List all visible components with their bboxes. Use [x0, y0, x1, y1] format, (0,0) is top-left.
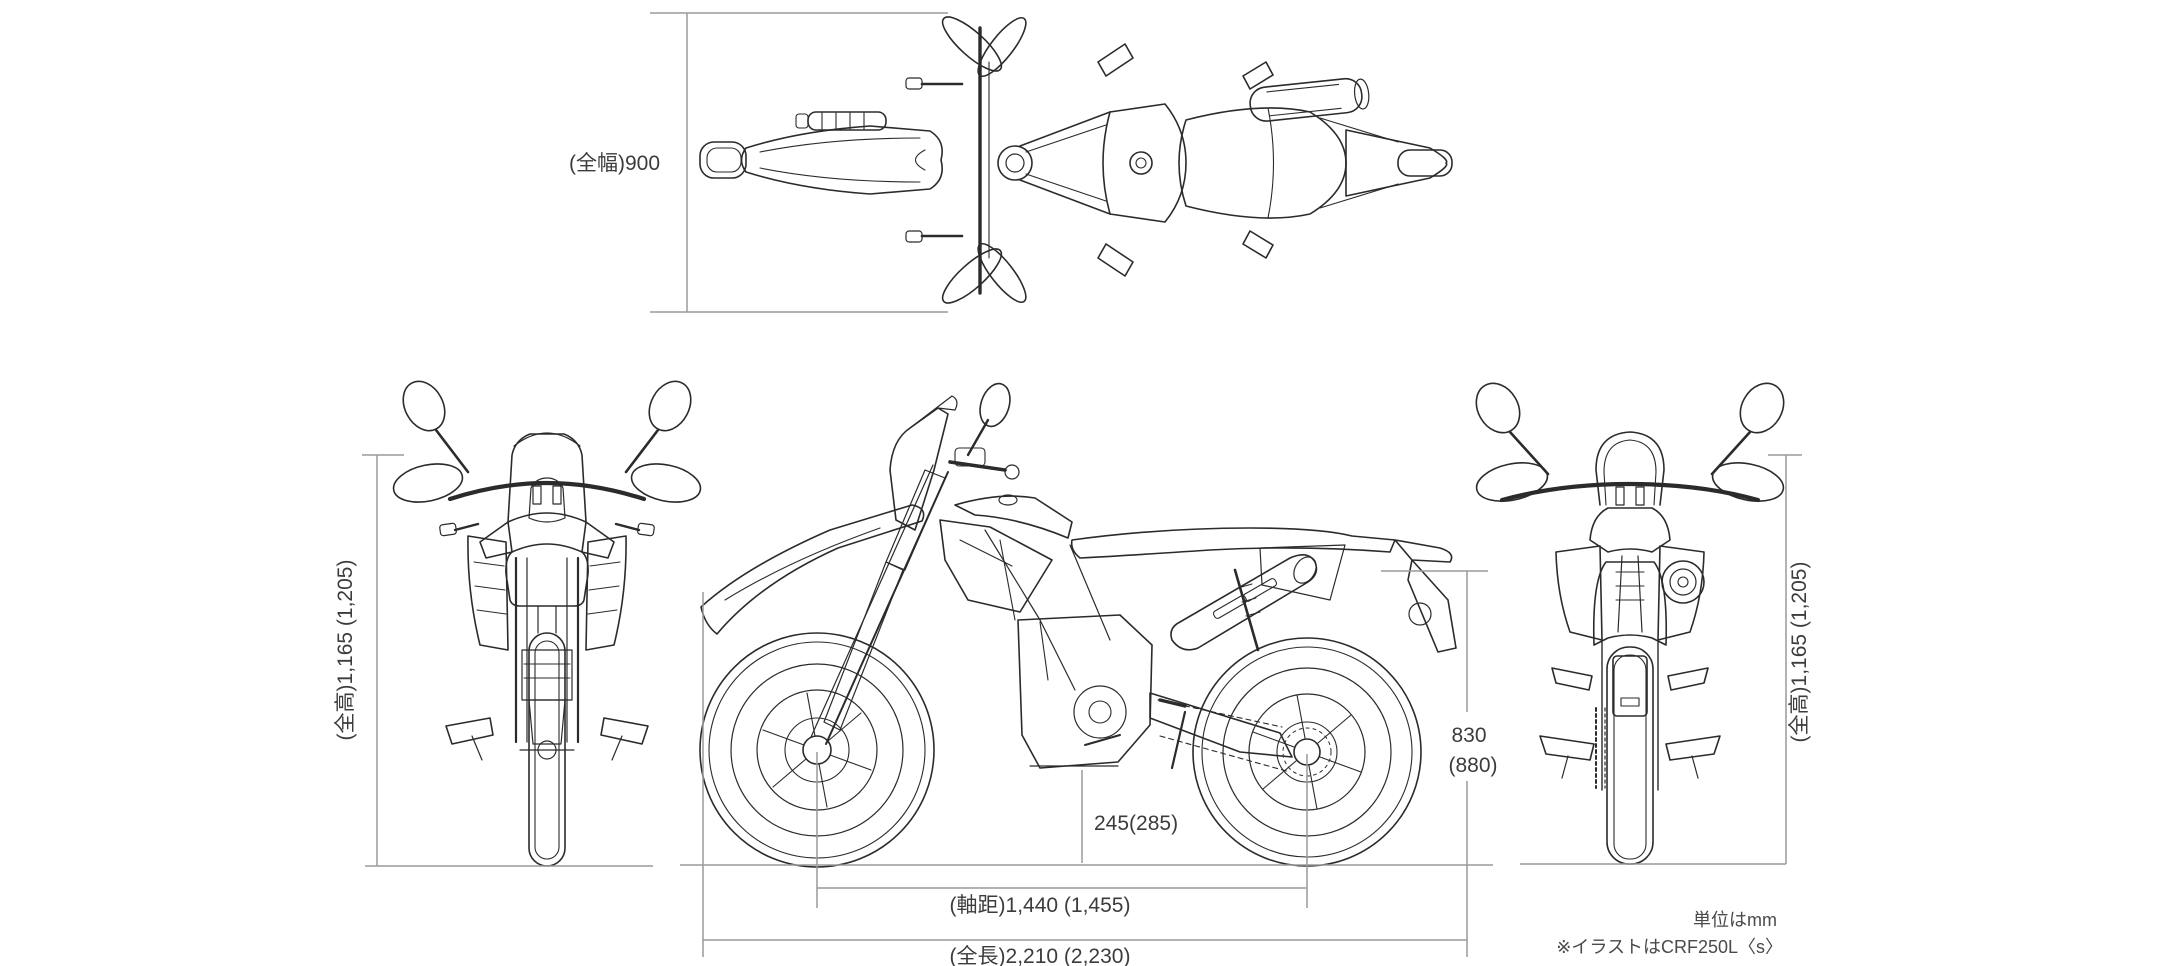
seat-height-value: 830: [1451, 724, 1486, 747]
overall-width-label: (全幅)900: [569, 152, 660, 175]
rear-view-motorcycle: [1475, 382, 1785, 865]
top-view-motorcycle: [699, 16, 1453, 304]
overall-height-label-front: (全高)1,165 (1,205): [334, 560, 357, 741]
overall-height-label-rear: (全高)1,165 (1,205): [1788, 562, 1811, 743]
unit-note: 単位はmm: [1693, 910, 1777, 930]
dimension-lines: [362, 12, 1802, 957]
front-view-motorcycle: [392, 380, 702, 867]
ground-clearance-label: 245(285): [1094, 812, 1178, 835]
wheelbase-label: (軸距)1,440 (1,455): [950, 894, 1131, 917]
seat-height-alt-value: (880): [1448, 754, 1497, 777]
top-mirror-icon: [941, 16, 1027, 304]
model-note: ※イラストはCRF250L〈s〉: [1556, 937, 1783, 957]
side-view-motorcycle: [699, 382, 1457, 868]
overall-length-label: (全長)2,210 (2,230): [950, 945, 1131, 966]
